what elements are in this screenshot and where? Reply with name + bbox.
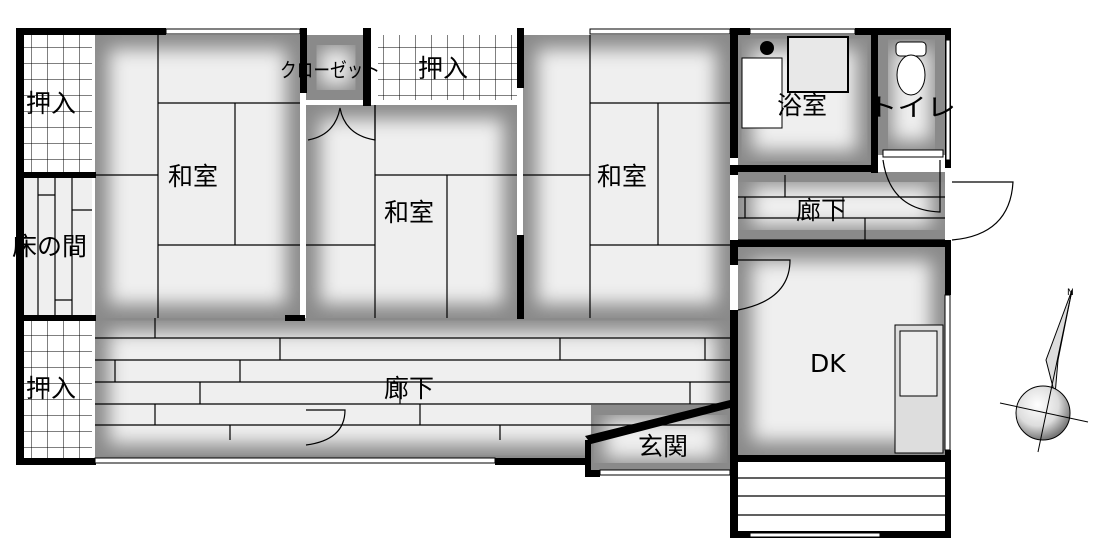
closet-bottom-left — [24, 320, 92, 458]
entry-steps — [738, 477, 945, 516]
compass: N — [999, 288, 1089, 453]
label-washitsu-center: 和室 — [384, 198, 434, 227]
room-washitsu-right — [523, 35, 730, 318]
label-washitsu-right: 和室 — [597, 162, 647, 191]
closet-door[interactable] — [307, 105, 376, 141]
label-entrance: 玄関 — [638, 432, 688, 461]
bathtub — [787, 36, 849, 93]
closet-top-left — [24, 35, 92, 175]
compass-ball-icon — [1015, 385, 1071, 441]
toilet-bowl-icon — [896, 54, 926, 96]
corridor-boards — [95, 175, 945, 440]
label-oshiire-top-left: 押入 — [26, 89, 76, 118]
room-washitsu-center — [306, 105, 517, 318]
north-arrow-icon — [1045, 289, 1073, 396]
label-washitsu-left: 和室 — [168, 162, 218, 191]
drain-icon — [760, 41, 774, 55]
room-entrance — [591, 405, 730, 473]
label-bathroom: 浴室 — [777, 91, 827, 120]
label-hallway-main: 廊下 — [384, 374, 434, 403]
corridor-door[interactable] — [305, 409, 346, 446]
toilet-door[interactable] — [882, 159, 941, 213]
label-hallway-right: 廊下 — [796, 196, 846, 225]
label-dk: DK — [810, 349, 846, 378]
toilet-step — [882, 149, 944, 158]
label-tokonoma: 床の間 — [12, 232, 87, 261]
toilet-tank — [895, 41, 927, 57]
closet-top-center — [378, 35, 517, 100]
tatami-lines — [95, 35, 730, 318]
washing-area — [741, 57, 783, 129]
room-closet — [306, 35, 366, 100]
label-closet: クローゼット — [280, 58, 380, 82]
label-oshiire-bottom-left: 押入 — [26, 374, 76, 403]
exterior-door[interactable] — [951, 181, 1014, 241]
windows[interactable] — [94, 28, 951, 538]
doors[interactable] — [305, 105, 1014, 446]
label-toilet: トイレ — [868, 93, 956, 122]
north-label: N — [1067, 288, 1074, 298]
dk-door[interactable] — [737, 259, 791, 311]
room-floors — [95, 35, 945, 473]
tokonoma-boards — [24, 178, 92, 318]
kitchen-sink — [899, 330, 938, 397]
room-hallway-right — [738, 172, 945, 240]
room-washitsu-left — [95, 35, 300, 318]
room-labels: 押入 床の間 押入 和室 クローゼット 押入 和室 和室 浴室 トイレ 廊下 D… — [12, 54, 956, 461]
bath-fixtures — [741, 36, 944, 454]
label-oshiire-top-center: 押入 — [418, 54, 468, 83]
